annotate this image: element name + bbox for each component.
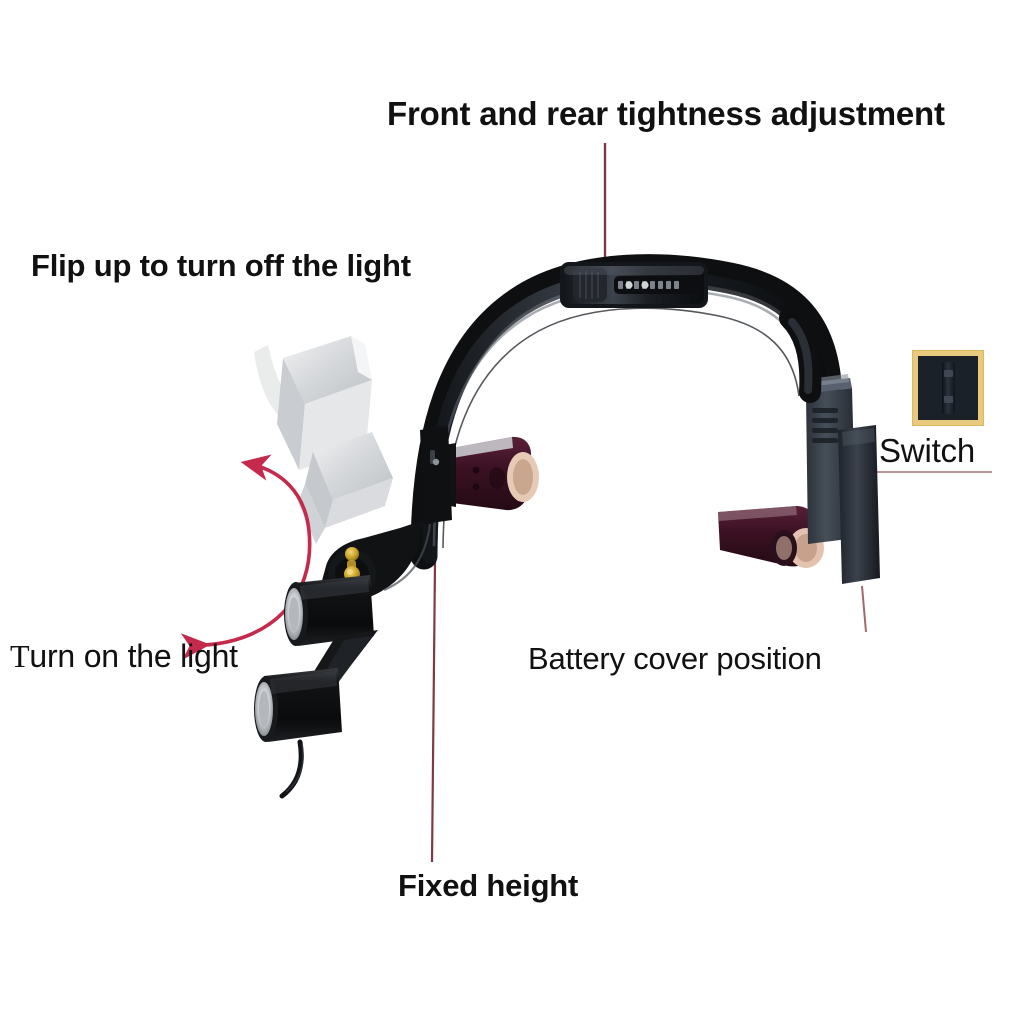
battery-pack bbox=[779, 307, 880, 584]
front-left-maroon-pad bbox=[438, 436, 539, 511]
turn-on-lead-cap: T bbox=[10, 638, 30, 674]
callout-label-turn-on: Turn on the light bbox=[10, 638, 238, 675]
light-module[interactable] bbox=[254, 575, 378, 799]
callout-label-switch: Switch bbox=[879, 432, 975, 469]
tightness-adjuster-clamp[interactable] bbox=[560, 262, 708, 308]
callout-label-battery: Battery cover position bbox=[528, 641, 822, 676]
switch-closeup-thumbnail bbox=[913, 351, 983, 425]
callout-label-flip-up: Flip up to turn off the light bbox=[31, 248, 411, 283]
callout-label-tightness: Front and rear tightness adjustment bbox=[387, 95, 945, 132]
height-lock-post bbox=[420, 426, 452, 524]
switch-notch-upper bbox=[944, 370, 953, 378]
callout-label-fixed-height: Fixed height bbox=[398, 868, 579, 903]
battery-cover bbox=[838, 425, 880, 584]
turn-on-direction-arrow bbox=[180, 454, 312, 660]
ghosted-flipped-light bbox=[254, 336, 393, 544]
switch-notch-lower bbox=[944, 395, 953, 403]
leader-line-battery bbox=[861, 585, 867, 633]
turn-on-rest: urn on the light bbox=[29, 638, 238, 674]
